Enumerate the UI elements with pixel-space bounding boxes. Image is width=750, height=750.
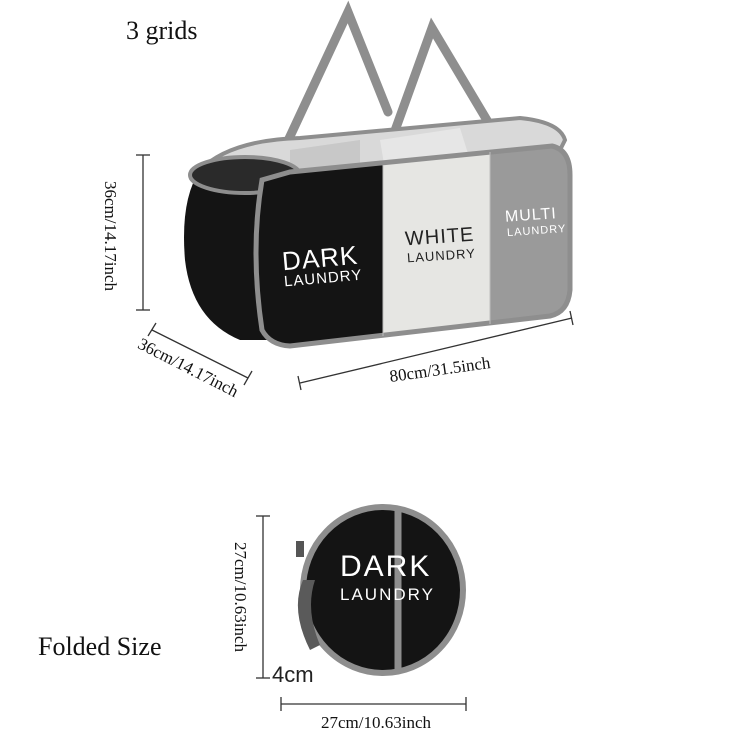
grids-label: 3 grids bbox=[126, 16, 198, 45]
dark-panel bbox=[256, 165, 383, 346]
folded-thickness-dimension: 4cm bbox=[272, 662, 314, 687]
folded-panel-subtitle: LAUNDRY bbox=[340, 585, 435, 604]
white-panel bbox=[383, 152, 490, 336]
multi-panel bbox=[490, 146, 570, 324]
height-dimension: 36cm/14.17inch bbox=[101, 180, 120, 292]
panel-trim bbox=[253, 143, 573, 349]
folded-height-dimension: 27cm/10.63inch bbox=[231, 541, 250, 653]
folded-basket bbox=[296, 504, 466, 676]
folded-width-dimension: 27cm/10.63inch bbox=[320, 713, 432, 732]
folded-size-label: Folded Size bbox=[38, 632, 162, 661]
basket-handles bbox=[281, 0, 499, 155]
folded-dimension-lines bbox=[256, 515, 467, 711]
folded-panel-title: DARK bbox=[340, 550, 432, 583]
dimension-lines bbox=[136, 154, 574, 391]
